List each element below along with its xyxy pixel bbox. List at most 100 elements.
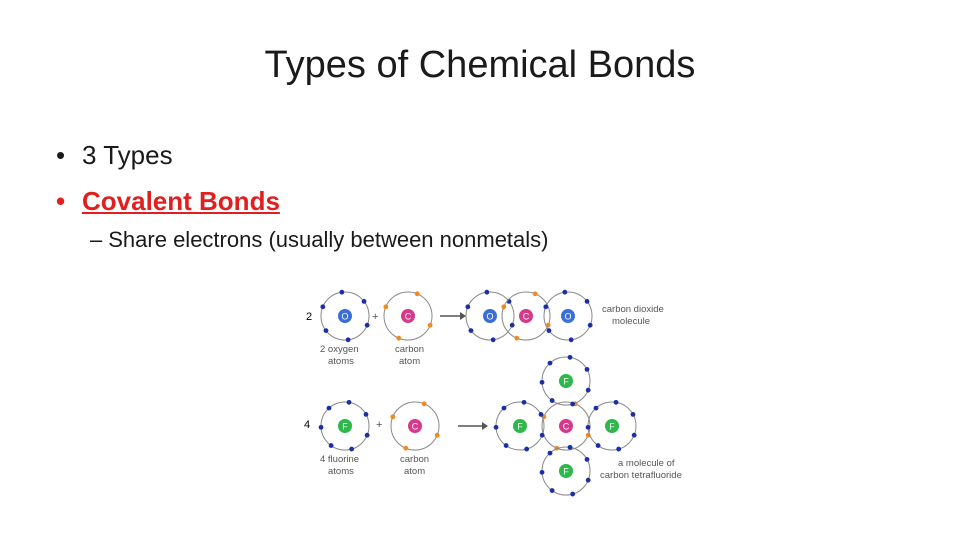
nucleus xyxy=(338,419,352,433)
electron xyxy=(570,491,576,497)
electron xyxy=(465,304,471,310)
cf4-fluorine-top: F xyxy=(539,354,591,407)
electron xyxy=(320,304,326,310)
bullet-3-types: • 3 Types xyxy=(56,132,280,178)
bullet-text: Covalent Bonds xyxy=(82,186,280,216)
carbon-atom: C xyxy=(383,291,433,341)
electron xyxy=(547,360,553,366)
electron xyxy=(595,443,601,448)
electron xyxy=(326,405,332,411)
electron xyxy=(631,432,637,438)
row1-product-caption-1: carbon dioxide xyxy=(602,304,664,315)
electron xyxy=(539,379,545,385)
nucleus xyxy=(605,419,619,433)
electron xyxy=(345,337,351,343)
electron xyxy=(493,424,499,430)
bullet-text: 3 Types xyxy=(82,140,173,170)
electron-shell xyxy=(383,291,433,341)
electron xyxy=(584,298,590,304)
atom-symbol: O xyxy=(564,312,571,322)
atom-symbol: C xyxy=(563,422,570,432)
row1-count: 2 xyxy=(306,311,312,323)
sub-bullet-dash: – xyxy=(90,227,103,252)
co2-oxygen-left: O xyxy=(465,289,515,343)
carbon-atom: C xyxy=(390,401,440,451)
electron xyxy=(484,289,490,295)
row1-left-caption-2: atoms xyxy=(328,356,354,367)
cf4-fluorine-left: F xyxy=(493,399,545,452)
atom-symbol: F xyxy=(517,422,523,432)
electron xyxy=(584,456,590,462)
atom-symbol: O xyxy=(341,312,348,322)
electron xyxy=(539,469,545,475)
row2-product-caption-2: carbon tetrafluoride xyxy=(600,470,682,481)
co2-carbon: C xyxy=(501,291,551,341)
electron xyxy=(567,444,573,450)
sub-bullet: – Share electrons (usually between nonme… xyxy=(90,225,549,255)
electron xyxy=(587,322,593,328)
row1-plus: + xyxy=(372,311,378,323)
atom-symbol: C xyxy=(412,422,419,432)
electron xyxy=(363,411,369,417)
electron xyxy=(568,337,574,343)
row2-arrow xyxy=(458,422,488,430)
bullet-dot: • xyxy=(56,140,66,170)
electron-shell xyxy=(501,291,551,341)
row1-left-caption-1: 2 oxygen xyxy=(320,344,359,355)
electron xyxy=(468,328,474,334)
electron xyxy=(427,322,433,328)
electron xyxy=(421,401,427,407)
electron xyxy=(503,443,509,448)
electron xyxy=(547,450,553,456)
electron xyxy=(545,322,551,328)
nucleus xyxy=(559,419,573,433)
sub-bullet-text: Share electrons (usually between nonmeta… xyxy=(108,227,549,252)
bullet-list: • 3 Types • Covalent Bonds xyxy=(56,132,280,224)
electron xyxy=(570,401,576,407)
bullet-dot: • xyxy=(56,186,66,216)
nucleus xyxy=(559,374,573,388)
electron xyxy=(501,405,507,411)
electron xyxy=(501,304,507,310)
cf4-fluorine-right: F xyxy=(585,399,637,452)
atom-symbol: F xyxy=(342,422,348,432)
electron xyxy=(585,387,591,393)
row2-left-caption-2: atoms xyxy=(328,466,354,477)
electron xyxy=(509,322,515,328)
nucleus xyxy=(408,419,422,433)
electron xyxy=(543,304,549,310)
electron xyxy=(538,411,544,417)
electron xyxy=(390,414,396,420)
atom-symbol: O xyxy=(486,312,493,322)
row2-right-caption-2: atom xyxy=(404,466,425,477)
electron xyxy=(364,432,370,438)
electron xyxy=(396,335,402,341)
electron xyxy=(613,399,619,405)
cf4-fluorine-bottom: F xyxy=(539,444,591,497)
electron xyxy=(403,445,409,451)
atom-symbol: C xyxy=(405,312,412,322)
electron xyxy=(323,328,329,334)
row2-count: 4 xyxy=(304,419,310,431)
electron xyxy=(364,322,370,328)
nucleus xyxy=(519,309,533,323)
electron xyxy=(567,354,573,360)
electron xyxy=(434,432,440,438)
electron xyxy=(521,399,527,405)
row2-left-caption-1: 4 fluorine xyxy=(320,454,359,465)
electron-shell xyxy=(390,401,440,451)
electron xyxy=(328,443,334,448)
co2-oxygen-right: O xyxy=(543,289,593,343)
row2-right-caption-1: carbon xyxy=(400,454,429,465)
atom-symbol: F xyxy=(609,422,615,432)
nucleus xyxy=(338,309,352,323)
fluorine-atom: F xyxy=(318,399,370,452)
electron xyxy=(546,328,552,334)
nucleus xyxy=(401,309,415,323)
nucleus xyxy=(561,309,575,323)
electron xyxy=(562,289,568,295)
electron xyxy=(630,411,636,417)
oxygen-atom: O xyxy=(320,289,370,343)
electron-shell xyxy=(465,291,515,341)
